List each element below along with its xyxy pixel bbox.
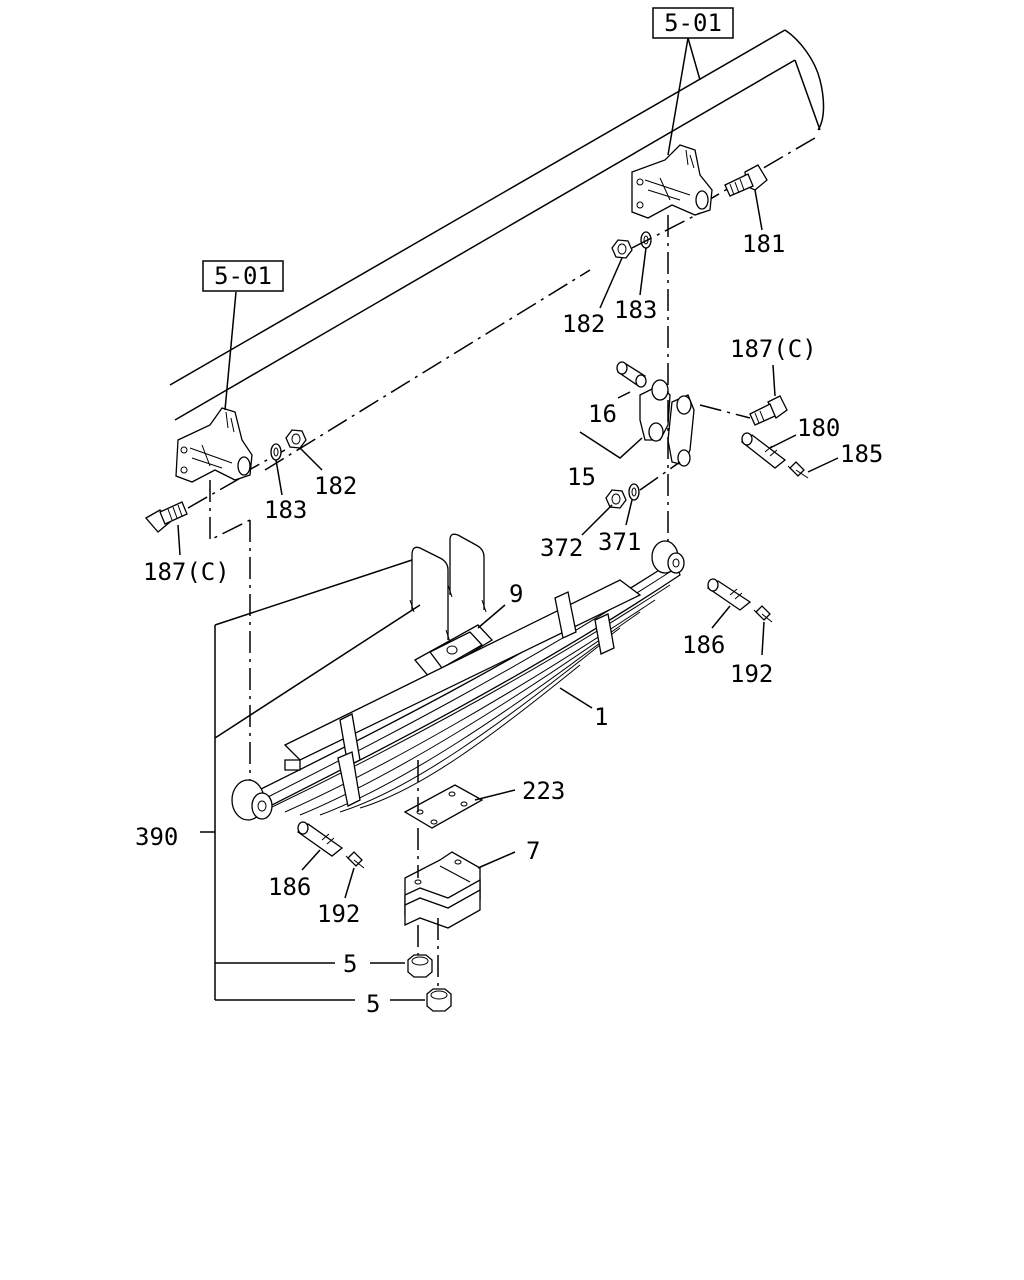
part-label-1: 1 [594,703,608,731]
part-label-372: 372 [540,534,583,562]
part-label-187c-left: 187(C) [143,558,230,586]
axis-line-left-bolt [187,475,245,509]
part-label-186-right: 186 [682,631,725,659]
axis-line-top-bracket [631,212,701,249]
leaf-spring-assembly-1 [231,540,685,821]
spring-seat-7 [404,851,516,929]
leader-16 [617,391,631,399]
part-label-192-right: 192 [730,660,773,688]
shackle-pin-180 [740,432,797,469]
part-label-186-left: 186 [268,873,311,901]
ref-box-left[interactable]: 5-01 [202,260,284,292]
bracket-390 [200,559,425,1001]
axis-line-left-bracket [209,480,251,542]
ref-box-top[interactable]: 5-01 [652,7,734,39]
frame-rail [169,29,825,476]
axis-line-187c-right [699,404,751,419]
rear-spring-hanger-bracket [631,144,713,219]
part-label-187c-right: 187(C) [730,335,817,363]
washer-183-left [270,443,283,496]
part-label-180: 180 [797,414,840,442]
grease-nipple-192-left [344,851,365,899]
axis-line-shackle-lower [639,461,681,491]
nut-5-upper [407,954,433,978]
part-label-183-left: 183 [264,496,307,524]
part-label-181: 181 [742,230,785,258]
spring-pin-186-right [706,578,752,629]
nut-182-top [599,239,633,309]
part-label-9: 9 [509,580,523,608]
leader-ref-top-b [687,37,701,81]
shackle-bushing-16 [616,361,647,388]
ref-label-left[interactable]: 5-01 [214,262,272,290]
part-label-5-upper: 5 [343,950,357,978]
nut-372 [581,489,627,536]
spring-shackle-15 [639,379,695,467]
leader-ref-left [224,291,237,411]
bolt-187c-left [144,501,188,556]
part-label-7: 7 [526,837,540,865]
part-label-185: 185 [840,440,883,468]
part-label-16: 16 [588,400,617,428]
leader-ref-top-a [667,37,689,156]
spring-clamp-plate-9 [413,604,506,679]
part-label-390: 390 [135,823,178,851]
spring-pin-186-left [296,821,344,871]
ref-label-top[interactable]: 5-01 [664,9,722,37]
grease-nipple-185 [787,457,839,479]
washer-371 [625,483,640,526]
part-label-192-left: 192 [317,900,360,928]
part-label-15: 15 [567,463,596,491]
u-bolt-390 [409,533,487,643]
part-label-223: 223 [522,777,565,805]
part-label-5-lower: 5 [366,990,380,1018]
part-label-183-top: 183 [614,296,657,324]
front-spring-hanger-bracket [175,407,253,483]
part-label-371: 371 [598,528,641,556]
nut-182-left [285,429,323,471]
bolt-181 [724,164,768,231]
nut-5-lower [426,988,452,1012]
pad-plate-223 [403,784,516,829]
part-label-182-left: 182 [314,472,357,500]
grease-nipple-192-right [753,605,773,656]
bolt-187c-right [749,364,788,426]
part-label-182-top: 182 [562,310,605,338]
bracket-15-16 [579,431,643,459]
